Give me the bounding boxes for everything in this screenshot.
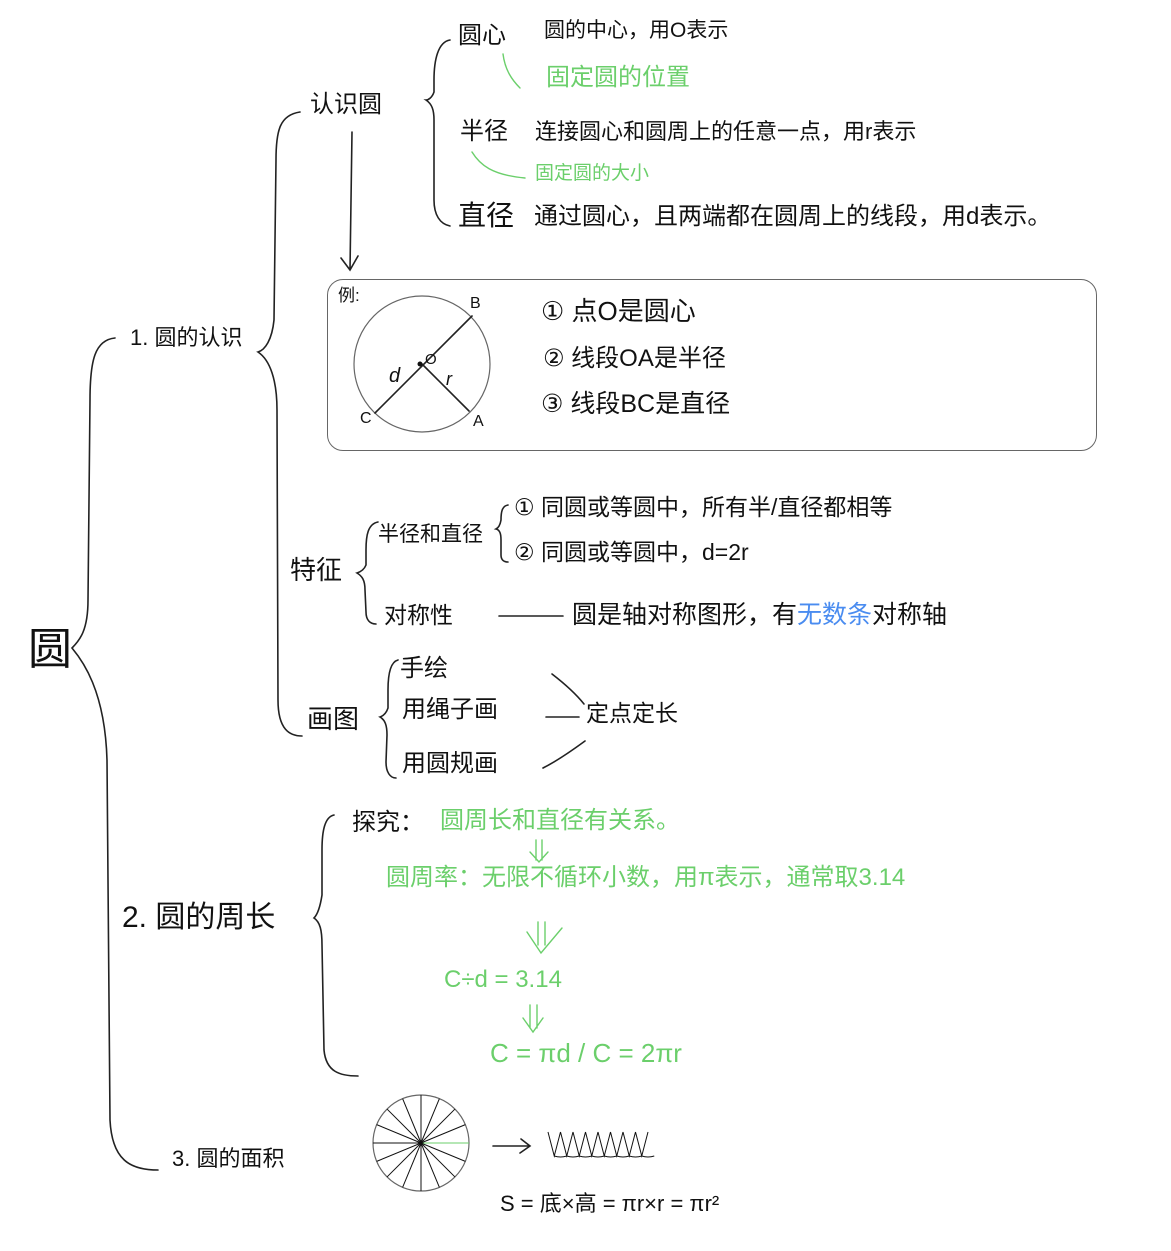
strip-sector bbox=[547, 1131, 567, 1158]
rd-item-2: ② 同圆或等圆中，d=2r bbox=[514, 539, 749, 565]
rd-item-1: ① 同圆或等圆中，所有半/直径都相等 bbox=[514, 494, 893, 520]
draw-connector-3 bbox=[542, 740, 586, 769]
example-label: 例: bbox=[338, 286, 360, 305]
wheel-spoke bbox=[420, 1108, 456, 1144]
label-d: d bbox=[389, 365, 401, 387]
strip-sector bbox=[585, 1131, 605, 1158]
features-title: 特征 bbox=[290, 555, 343, 585]
wheel-spoke bbox=[420, 1142, 466, 1162]
wheel-spoke bbox=[402, 1098, 422, 1144]
ratio-formula: C÷d = 3.14 bbox=[444, 966, 562, 993]
center-term: 圆心 bbox=[458, 22, 506, 49]
symmetry-text: 圆是轴对称图形，有无数条对称轴 bbox=[572, 603, 947, 628]
strip-sector bbox=[610, 1131, 630, 1158]
center-note-connector bbox=[502, 53, 521, 89]
wheel-spoke bbox=[386, 1142, 422, 1178]
section1-brace bbox=[256, 111, 303, 737]
section2-title: 2. 圆的周长 bbox=[122, 901, 276, 934]
wheel-spoke bbox=[386, 1108, 422, 1144]
draw-method-3: 用圆规画 bbox=[402, 750, 498, 777]
wheel-spoke bbox=[402, 1142, 422, 1188]
radius-definition: 连接圆心和圆周上的任意一点，用r表示 bbox=[535, 119, 917, 144]
example-circle-diagram bbox=[353, 295, 491, 433]
wheel-spoke bbox=[420, 1142, 456, 1178]
explore-label: 探究： bbox=[352, 809, 424, 836]
strip-sector bbox=[560, 1131, 580, 1158]
features-brace bbox=[355, 521, 379, 625]
arrow-down bbox=[340, 131, 359, 272]
root-node: 圆 bbox=[28, 625, 72, 674]
draw-method-2: 用绳子画 bbox=[402, 696, 498, 723]
section2-brace bbox=[312, 814, 359, 1077]
radius-note-connector bbox=[471, 151, 526, 179]
explore-text: 圆周长和直径有关系。 bbox=[440, 807, 680, 834]
strip-sector bbox=[622, 1131, 642, 1158]
diameter-term: 直径 bbox=[458, 200, 515, 231]
wheel-spoke bbox=[376, 1142, 422, 1162]
flow-arrows bbox=[522, 839, 563, 1034]
drawing-brace bbox=[378, 659, 399, 779]
symmetry-highlight: 无数条 bbox=[797, 601, 873, 629]
point-label-o: O bbox=[425, 351, 437, 368]
strip-sector bbox=[635, 1131, 655, 1158]
point-label-b: B bbox=[470, 295, 481, 312]
symmetry-title: 对称性 bbox=[384, 602, 453, 628]
wheel-spoke bbox=[420, 1098, 440, 1144]
drawing-title: 画图 bbox=[307, 704, 360, 734]
pi-definition: 圆周率：无限不循环小数，用π表示，通常取3.14 bbox=[386, 864, 906, 891]
radius-note: 固定圆的大小 bbox=[535, 163, 650, 184]
sector-wheel bbox=[372, 1094, 470, 1192]
example-item-1: ① 点O是圆心 bbox=[541, 296, 696, 326]
center-note: 固定圆的位置 bbox=[546, 64, 690, 91]
point-label-a: A bbox=[473, 413, 484, 430]
area-formula: S = 底×高 = πr×r = πr² bbox=[500, 1191, 720, 1216]
wheel-spoke bbox=[420, 1124, 466, 1144]
rearranged-sectors bbox=[547, 1131, 655, 1158]
symmetry-text-before: 圆是轴对称图形，有 bbox=[572, 601, 798, 629]
rd-title: 半径和直径 bbox=[378, 523, 483, 546]
wheel-spoke bbox=[420, 1142, 440, 1188]
example-item-3: ③ 线段BC是直径 bbox=[541, 390, 731, 418]
point-label-c: C bbox=[360, 410, 372, 427]
example-item-2: ② 线段OA是半径 bbox=[543, 345, 726, 372]
section3-title: 3. 圆的面积 bbox=[172, 1146, 285, 1171]
draw-method-1: 手绘 bbox=[400, 655, 448, 682]
root-brace bbox=[70, 337, 159, 1171]
strip-sector bbox=[597, 1131, 617, 1158]
rd-brace bbox=[493, 504, 509, 563]
label-r: r bbox=[446, 369, 452, 389]
radius-term: 半径 bbox=[460, 118, 508, 145]
diameter-definition: 通过圆心，且两端都在圆周上的线段，用d表示。 bbox=[534, 203, 1052, 230]
strip-sector bbox=[572, 1131, 592, 1158]
draw-connector-1 bbox=[551, 673, 585, 705]
section1-title: 1. 圆的认识 bbox=[130, 325, 243, 350]
symmetry-text-after: 对称轴 bbox=[872, 601, 948, 629]
circumference-formula: C = πd / C = 2πr bbox=[490, 1038, 682, 1068]
draw-principle: 定点定长 bbox=[586, 700, 678, 726]
example-box bbox=[327, 279, 1097, 451]
center-definition: 圆的中心，用O表示 bbox=[544, 19, 729, 42]
know-title: 认识圆 bbox=[310, 91, 382, 118]
know-brace bbox=[423, 39, 451, 227]
wheel-spoke bbox=[376, 1124, 422, 1144]
area-arrow bbox=[492, 1138, 532, 1154]
